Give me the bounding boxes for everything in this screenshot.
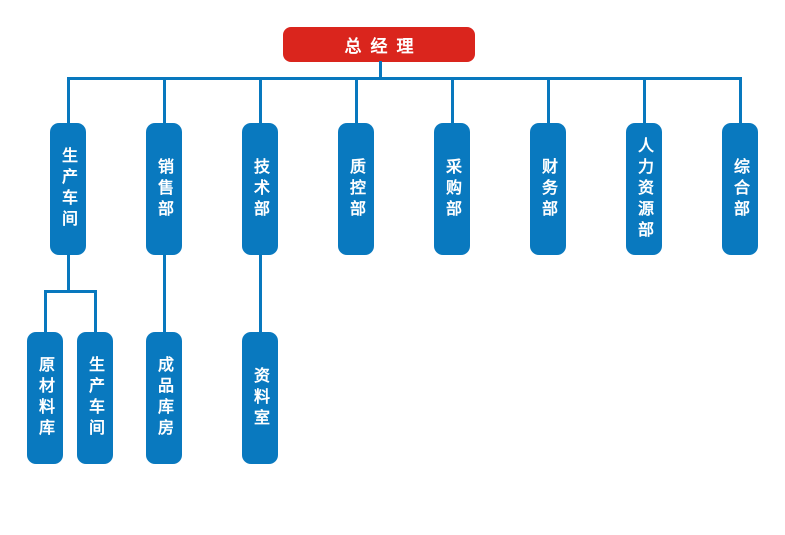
org-node-label: 质控部 xyxy=(347,157,366,221)
org-node-label: 销售部 xyxy=(155,157,174,221)
connector-drop-technology xyxy=(258,78,262,123)
org-node-label: 生产车间 xyxy=(86,356,105,440)
org-node-hr-dept: 人力资源部 xyxy=(626,123,662,255)
org-node-label: 生产车间 xyxy=(59,147,78,231)
org-node-finished-goods-warehouse: 成品库房 xyxy=(146,332,182,464)
org-node-label: 原材料库 xyxy=(36,356,55,440)
org-node-raw-material-warehouse: 原材料库 xyxy=(27,332,63,464)
org-node-finance-dept: 财务部 xyxy=(530,123,566,255)
org-node-technology-dept: 技术部 xyxy=(242,123,278,255)
connector-root-stub xyxy=(379,61,382,80)
org-node-production-workshop: 生产车间 xyxy=(50,123,86,255)
org-node-label: 成品库房 xyxy=(155,356,174,440)
connector-drop-sub-workshop xyxy=(93,290,97,332)
connector-drop-quality xyxy=(354,78,358,123)
connector-drop-sales xyxy=(162,78,166,123)
org-node-label: 资料室 xyxy=(251,366,270,430)
org-node-general-dept: 综合部 xyxy=(722,123,758,255)
org-node-quality-control-dept: 质控部 xyxy=(338,123,374,255)
connector-drop-finance xyxy=(546,78,550,123)
connector-drop-raw-material xyxy=(43,290,47,332)
org-node-label: 采购部 xyxy=(443,157,462,221)
connector-production-bar xyxy=(43,290,97,293)
connector-drop-hr xyxy=(642,78,646,123)
connector-production-stub xyxy=(66,254,70,293)
connector-drop-archive xyxy=(258,254,262,332)
org-node-label: 综合部 xyxy=(731,157,750,221)
org-node-purchasing-dept: 采购部 xyxy=(434,123,470,255)
connector-drop-general xyxy=(738,78,742,123)
org-node-sub-production-workshop: 生产车间 xyxy=(77,332,113,464)
org-node-sales-dept: 销售部 xyxy=(146,123,182,255)
org-node-root: 总经理 xyxy=(283,27,475,62)
connector-drop-production xyxy=(66,78,70,123)
org-node-label: 财务部 xyxy=(539,157,558,221)
connector-drop-purchasing xyxy=(450,78,454,123)
org-node-archive-room: 资料室 xyxy=(242,332,278,464)
org-node-label: 技术部 xyxy=(251,157,270,221)
org-node-label: 人力资源部 xyxy=(635,136,654,242)
connector-main-rail xyxy=(66,77,742,80)
connector-drop-finished-goods xyxy=(162,254,166,332)
